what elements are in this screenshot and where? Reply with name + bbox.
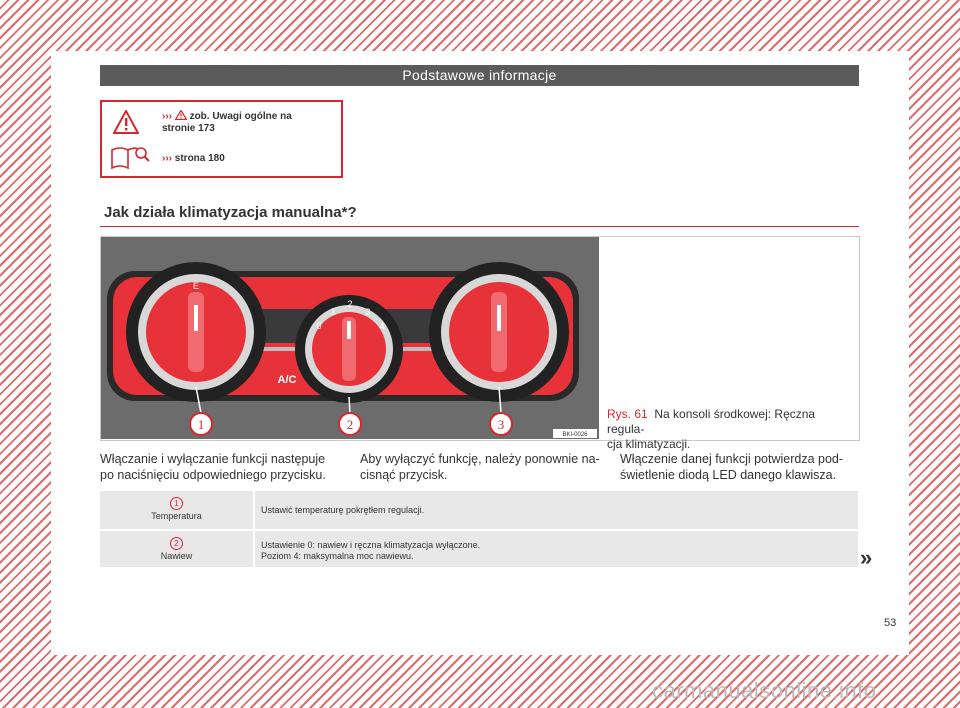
page-ref-line: ››› strona 180	[162, 153, 225, 165]
row-description: Ustawić temperaturę pokrętłem regulacji.	[261, 505, 425, 515]
arrow-prefix: ›››	[162, 111, 172, 122]
row-description-line-2: Poziom 4: maksymalna moc nawiewu.	[261, 551, 414, 561]
temperature-knob	[126, 262, 266, 402]
callout-1-text: 1	[198, 417, 205, 432]
caption-line-2: cja klimatyzacji.	[607, 437, 691, 451]
row-description-line-1: Ustawienie 0: nawiew i ręczna klimatyzac…	[261, 540, 481, 550]
paragraph-2-line-2: cisnąć przycisk.	[360, 468, 448, 482]
section-divider	[100, 226, 859, 227]
continue-mark: »	[860, 545, 873, 570]
caption-prefix: Rys. 61	[607, 407, 648, 421]
paragraph-1-line-2: po naciśnięciu odpowiedniego przycisku.	[100, 468, 326, 482]
paragraph-3-line-1: Włączenie danej funkcji potwierdza pod-	[620, 452, 844, 466]
table-row: 2 Nawiew Ustawienie 0: nawiew i ręczna k…	[100, 531, 858, 567]
book-magnifier-icon	[111, 147, 150, 170]
caption-line-1: Na konsoli środkowej: Ręczna regula-	[607, 407, 816, 436]
table-description-cell: Ustawienie 0: nawiew i ręczna klimatyzac…	[253, 531, 858, 567]
row-label: Temperatura	[151, 511, 202, 521]
callout-1: 1	[189, 386, 213, 436]
warning-ref-line: ››› zob. Uwagi ogólne na stronie 173	[162, 109, 292, 135]
page-number: 53	[884, 617, 897, 629]
header-title: Podstawowe informacje	[100, 65, 859, 86]
warning-ref-text-2: stronie 173	[162, 123, 215, 134]
table-label-cell: 1 Temperatura	[100, 491, 253, 529]
paragraph-1-line-1: Włączanie i wyłączanie funkcji następuje	[100, 452, 326, 466]
small-warning-icon	[174, 109, 188, 121]
page-ref-text: strona 180	[174, 153, 225, 164]
table-row: 1 Temperatura Ustawić temperaturę pokręt…	[100, 491, 858, 529]
paragraph-3: Włączenie danej funkcji potwierdza pod- …	[620, 451, 843, 483]
paragraph-2-line-1: Aby wyłączyć funkcję, należy ponownie na…	[360, 452, 600, 466]
callout-2-text: 2	[347, 417, 354, 432]
section-title: Jak działa klimatyzacja manualna*?	[104, 204, 357, 221]
air-distribution-knob	[429, 262, 569, 402]
figure-caption: Rys. 61 Na konsoli środkowej: Ręczna reg…	[607, 407, 853, 452]
climate-panel-illustration: E 0 1 2 3 4 A/C 1 2 3 BKI-0026	[101, 237, 599, 439]
fan-level-2: 2	[347, 299, 352, 309]
arrow-prefix-2: ›››	[162, 153, 172, 164]
warning-box: ››› zob. Uwagi ogólne na stronie 173 ›››…	[100, 100, 343, 178]
row-label: Nawiew	[160, 551, 193, 561]
callout-2: 2	[338, 396, 362, 436]
paragraph-2: Aby wyłączyć funkcję, należy ponownie na…	[360, 451, 600, 483]
warning-ref-text: zob. Uwagi ogólne na	[189, 111, 292, 122]
callout-3: 3	[489, 386, 513, 436]
row-number-badge: 2	[170, 537, 183, 550]
fan-level-3: 3	[365, 307, 370, 317]
table-description-cell: Ustawić temperaturę pokrętłem regulacji.	[253, 491, 858, 529]
fan-knob	[295, 295, 403, 403]
callout-3-text: 3	[498, 417, 505, 432]
figure-code: BKI-0026	[562, 432, 588, 438]
watermark: carmanualsonline.info	[652, 678, 877, 703]
paragraph-1: Włączanie i wyłączanie funkcji następuje…	[100, 451, 326, 483]
knob-label-e: E	[193, 281, 199, 291]
row-number-badge: 1	[170, 497, 183, 510]
paragraph-3-line-2: świetlenie diodą LED danego klawisza.	[620, 468, 837, 482]
fan-level-0: 0	[316, 321, 321, 331]
fan-level-4: 4	[379, 321, 384, 331]
ac-button-label: A/C	[278, 374, 297, 386]
fan-level-1: 1	[330, 307, 335, 317]
table-label-cell: 2 Nawiew	[100, 531, 253, 567]
controls-table: 1 Temperatura Ustawić temperaturę pokręt…	[100, 491, 858, 569]
warning-icon	[113, 110, 139, 134]
climate-control-photo: E 0 1 2 3 4 A/C 1 2 3 BKI-0026	[101, 237, 599, 439]
